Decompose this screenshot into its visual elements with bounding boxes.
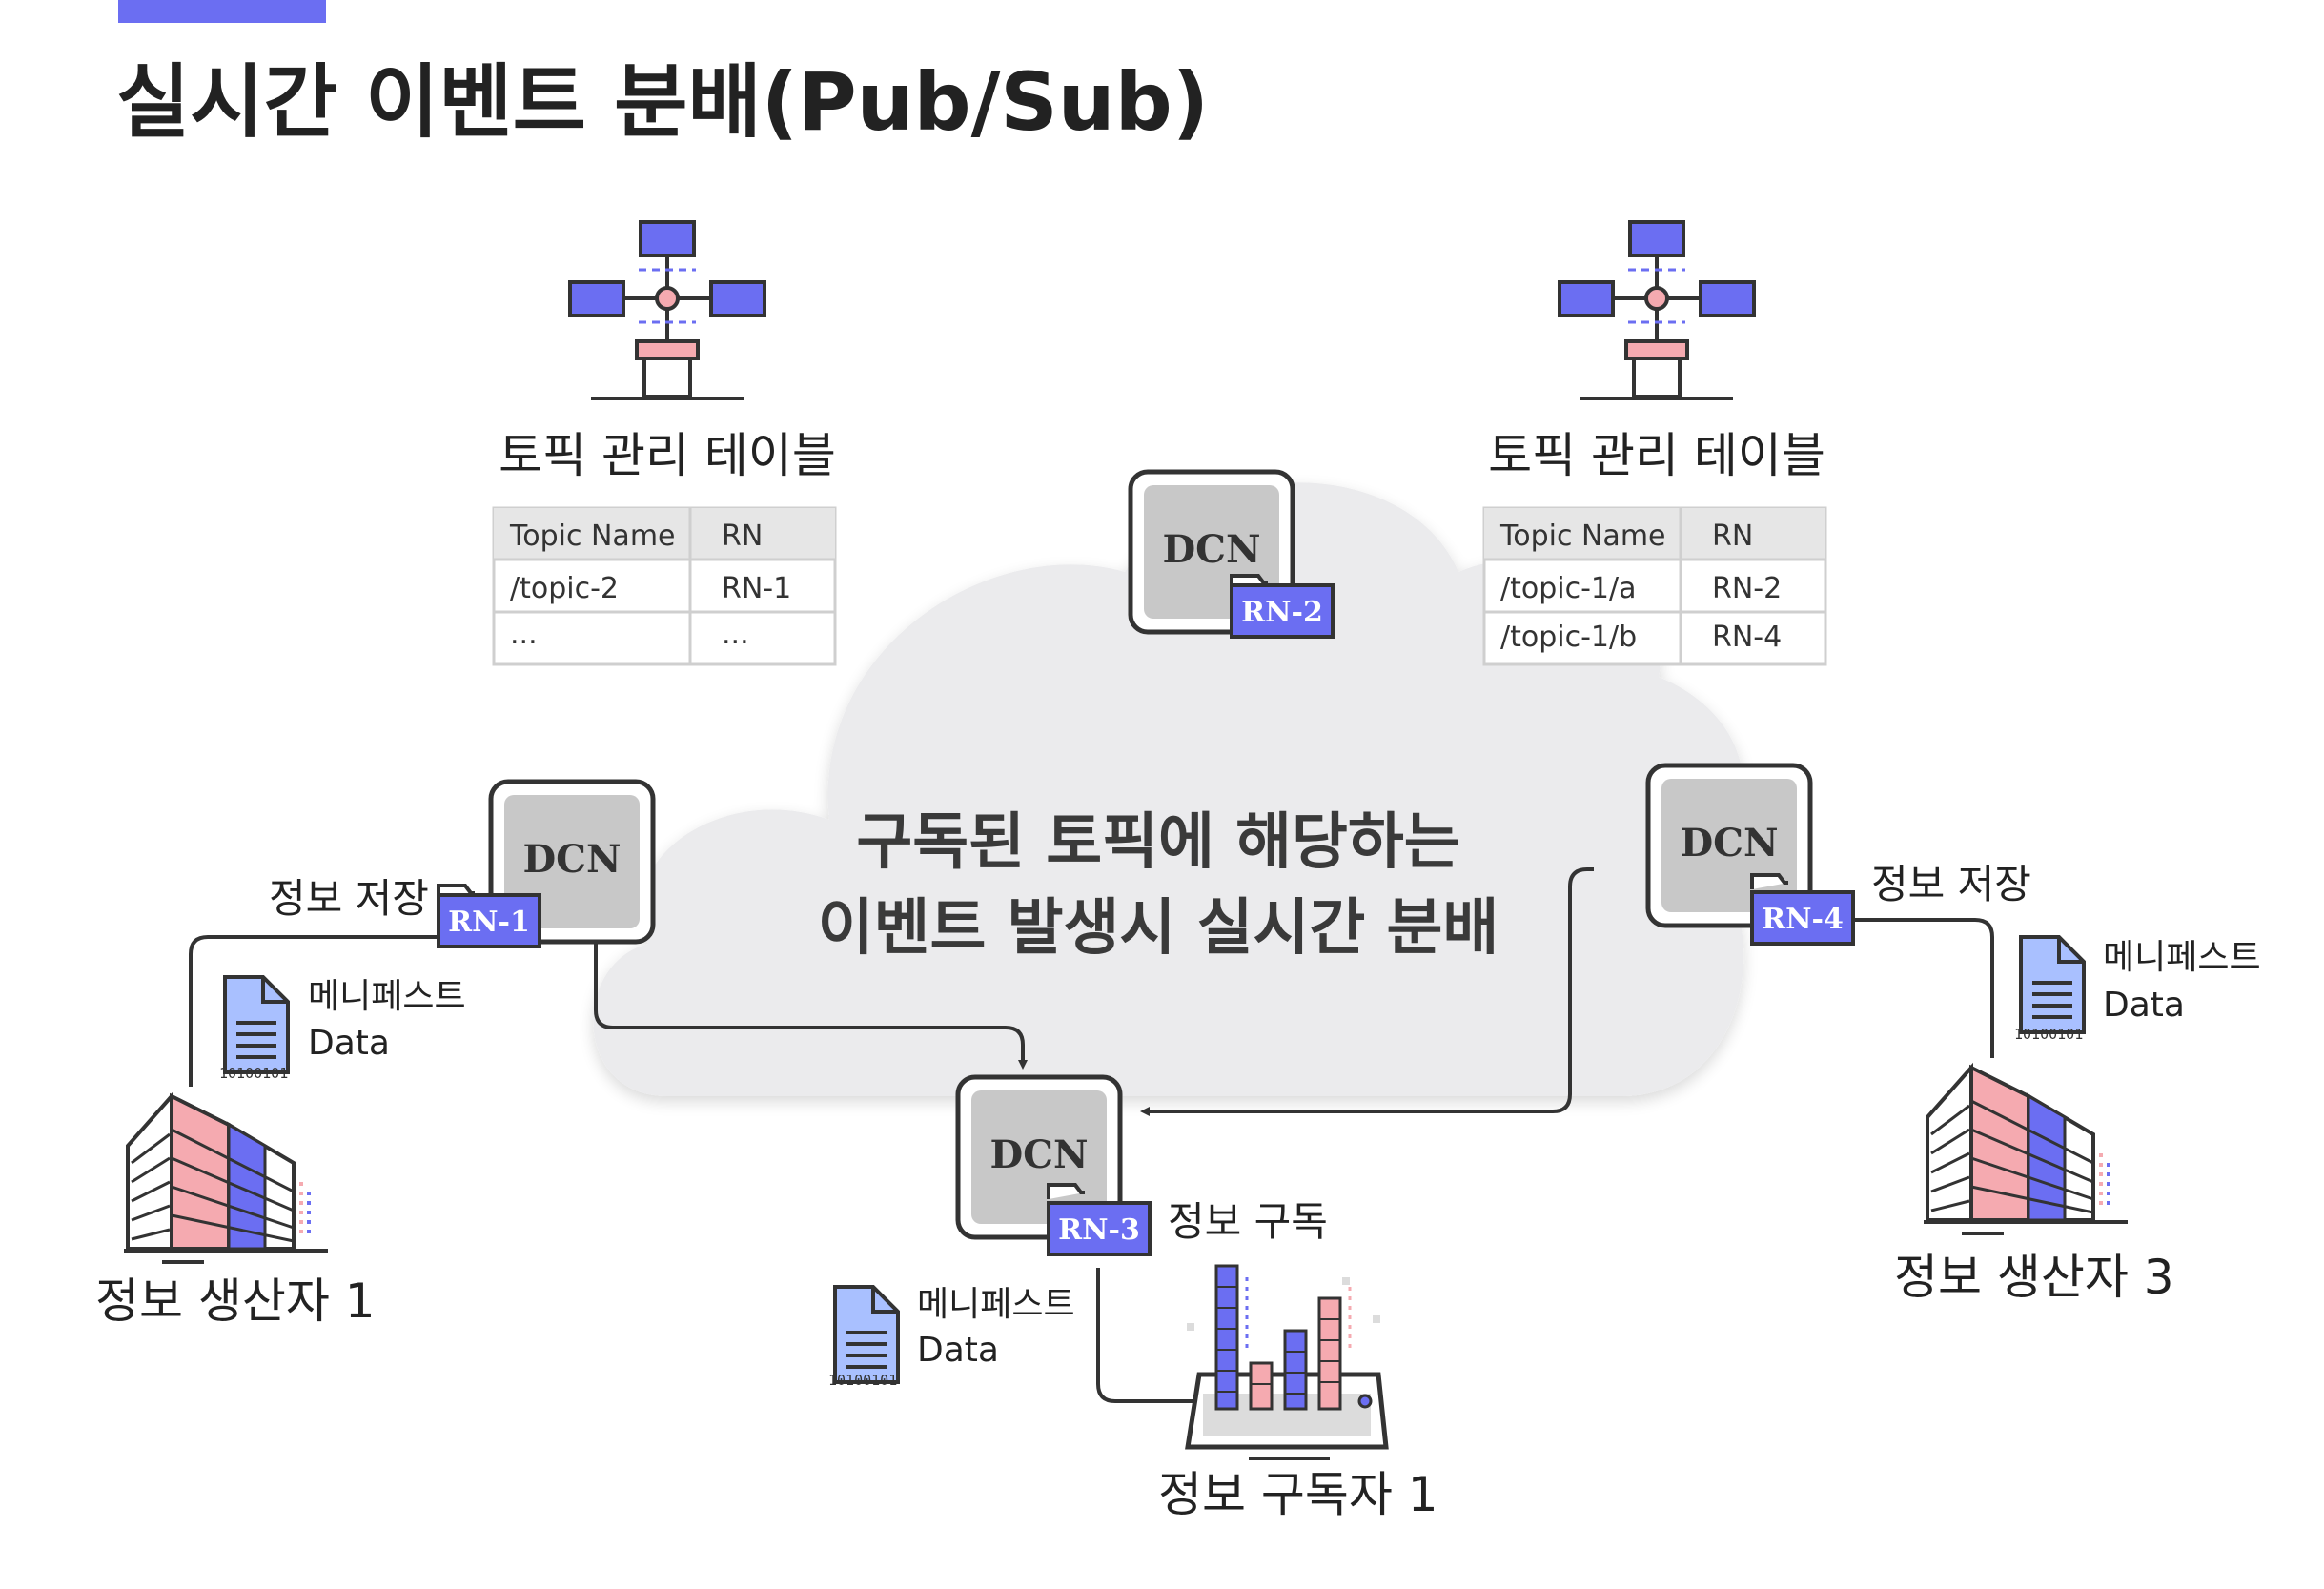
binary-label: 10100101: [828, 1372, 897, 1389]
table-cell: ...: [510, 618, 538, 651]
rn-badge: RN-4: [1762, 903, 1844, 936]
rn-badge: RN-3: [1058, 1213, 1140, 1247]
topic-table-title-left: 토픽 관리 테이블: [499, 428, 836, 483]
rn-badge: RN-2: [1241, 596, 1323, 629]
store-label-right: 정보 저장: [1871, 861, 2031, 907]
table-header: Topic Name: [509, 519, 676, 553]
subscribe-line: [1096, 1268, 1201, 1403]
cloud-text-line2: 이벤트 발생시 실시간 분배: [818, 893, 1499, 964]
store-label-left: 정보 저장: [269, 875, 429, 922]
producer3-label: 정보 생산자 3: [1894, 1250, 2174, 1305]
data-label: Data: [917, 1331, 999, 1370]
document-icon: [223, 975, 290, 1074]
topic-table-left: Topic Name RN /topic-2 RN-1 ... ...: [492, 506, 837, 666]
cloud-text-line1: 구독된 토픽에 해당하는: [856, 807, 1459, 878]
store-line-right: [1854, 918, 1994, 1058]
title-accent-bar: [118, 0, 326, 23]
dcn-node-rn1[interactable]: DCN RN-1: [437, 779, 656, 948]
rn-badge: RN-1: [448, 906, 530, 939]
dcn-node-rn3[interactable]: DCN RN-3: [955, 1074, 1152, 1256]
tablet-icon: [1185, 1264, 1389, 1460]
flow-arrow-rn4-to-rn3: [1140, 867, 1594, 1116]
dcn-label: DCN: [989, 1132, 1088, 1177]
dcn-label: DCN: [522, 837, 621, 882]
table-cell: RN-4: [1712, 621, 1782, 654]
data-label: Data: [308, 1024, 390, 1063]
data-label: Data: [2103, 986, 2185, 1025]
binary-label: 10100101: [219, 1065, 288, 1082]
table-header: RN: [722, 519, 763, 553]
topic-table-title-right: 토픽 관리 테이블: [1488, 428, 1825, 483]
dcn-node-rn4[interactable]: DCN RN-4: [1645, 763, 1855, 946]
cloud: [593, 482, 1744, 1096]
building-icon: [124, 1090, 328, 1264]
building-icon: [1924, 1062, 2128, 1235]
producer1-label: 정보 생산자 1: [95, 1273, 376, 1329]
dcn-label: DCN: [1680, 821, 1778, 866]
subscriber1-label: 정보 구독자 1: [1158, 1467, 1438, 1522]
table-header: Topic Name: [1499, 519, 1666, 553]
dcn-label: DCN: [1162, 527, 1260, 572]
table-header: RN: [1712, 519, 1753, 553]
table-cell: /topic-1/a: [1500, 572, 1637, 605]
table-cell: ...: [722, 618, 749, 651]
network-topology-icon: [1558, 220, 1756, 400]
dcn-node-rn2[interactable]: DCN RN-2: [1128, 469, 1335, 639]
page-title: 실시간 이벤트 분배(Pub/Sub): [116, 55, 1209, 149]
binary-label: 10100101: [2014, 1026, 2083, 1043]
table-cell: /topic-1/b: [1500, 621, 1637, 654]
flow-arrow-rn1-to-rn3: [594, 944, 1028, 1070]
manifest-label: 메니페스트: [2103, 938, 2261, 977]
network-topology-icon: [568, 220, 766, 400]
table-cell: RN-1: [722, 572, 791, 605]
table-cell: /topic-2: [510, 572, 619, 605]
document-icon: [833, 1285, 900, 1384]
manifest-label: 메니페스트: [917, 1285, 1075, 1324]
store-line-left: [189, 935, 438, 1087]
subscribe-label: 정보 구독: [1168, 1198, 1328, 1245]
document-icon: [2019, 935, 2086, 1034]
table-cell: RN-2: [1712, 572, 1782, 605]
topic-table-right: Topic Name RN /topic-1/a RN-2 /topic-1/b…: [1482, 506, 1827, 666]
manifest-label: 메니페스트: [308, 977, 466, 1016]
